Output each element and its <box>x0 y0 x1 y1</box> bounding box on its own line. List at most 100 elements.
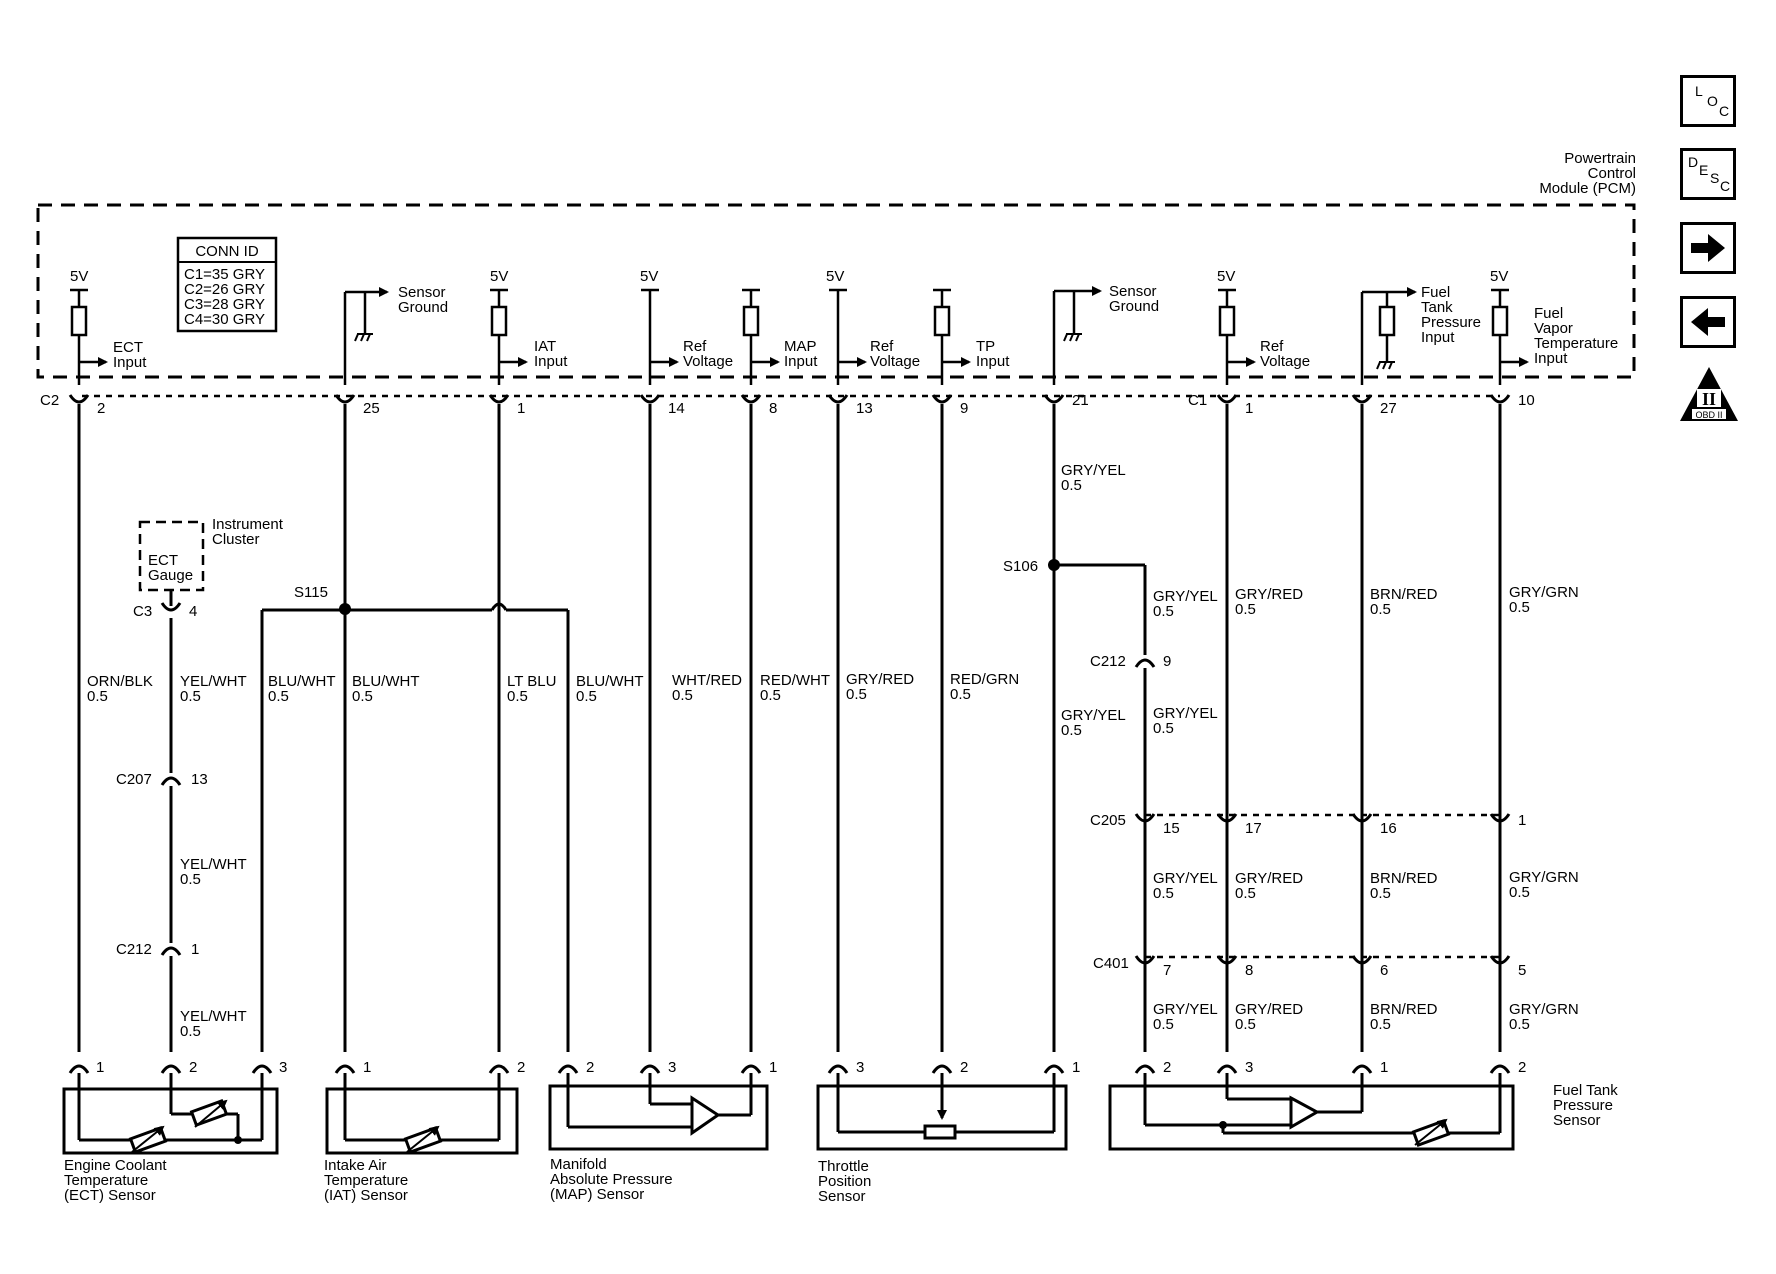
label-tp-input-2: Input <box>976 353 1010 370</box>
splice-s106-label: S106 <box>1003 558 1038 575</box>
svg-text:ORN/BLK: ORN/BLK <box>87 673 153 690</box>
tp-sensor-label-2: Position <box>818 1173 871 1190</box>
label-ref-voltage-2: Voltage <box>870 353 920 370</box>
svg-text:1: 1 <box>1518 812 1526 829</box>
svg-text:YEL/WHT: YEL/WHT <box>180 856 247 873</box>
label-map-input-1: MAP <box>784 338 817 355</box>
svg-text:YEL/WHT: YEL/WHT <box>180 1008 247 1025</box>
svg-text:16: 16 <box>1380 820 1397 837</box>
ect-sensor-label-1: Engine Coolant <box>64 1157 167 1174</box>
pcm-circuit-labels: 5V ECT Input Sensor Ground 5V IAT Input … <box>70 268 1618 371</box>
label-iat-input-2: Input <box>534 353 568 370</box>
next-button[interactable] <box>1680 222 1736 274</box>
svg-text:GRY/YEL: GRY/YEL <box>1061 707 1126 724</box>
prev-button[interactable] <box>1680 296 1736 348</box>
obd-ii-button[interactable]: II OBD II <box>1678 365 1740 423</box>
map-sensor-label-2: Absolute Pressure <box>550 1171 673 1188</box>
obd-ii-label: OBD II <box>1695 410 1722 420</box>
label-sensor-ground-2: Ground <box>1109 298 1159 315</box>
svg-text:0.5: 0.5 <box>180 1023 201 1040</box>
conn-id-title: CONN ID <box>195 243 259 260</box>
svg-text:2: 2 <box>960 1059 968 1076</box>
svg-text:0.5: 0.5 <box>1509 599 1530 616</box>
svg-text:14: 14 <box>668 400 685 417</box>
iat-sensor-label-1: Intake Air <box>324 1157 387 1174</box>
ftp-sensor-label-3: Sensor <box>1553 1112 1601 1129</box>
ect-sensor-label-2: Temperature <box>64 1172 148 1189</box>
svg-text:0.5: 0.5 <box>760 687 781 704</box>
svg-text:GRY/GRN: GRY/GRN <box>1509 869 1579 886</box>
svg-text:1: 1 <box>769 1059 777 1076</box>
sensor-name-labels: Engine Coolant Temperature (ECT) Sensor … <box>64 1082 1618 1205</box>
ect-gauge-label-2: Gauge <box>148 567 193 584</box>
external-wiring <box>77 404 1502 1052</box>
loc-letter-l: L <box>1695 83 1703 99</box>
connector-c212-pin: 1 <box>191 941 199 958</box>
label-sensor-ground-1: Sensor <box>398 284 446 301</box>
arrow-left-icon <box>1691 308 1725 336</box>
label-ect-input-1: ECT <box>113 339 143 356</box>
label-ref-voltage-1: Ref <box>683 338 707 355</box>
c205-c401-pins <box>1134 813 1511 965</box>
instrument-cluster: Instrument Cluster ECT Gauge C3 4 <box>133 516 284 620</box>
svg-text:5: 5 <box>1518 962 1526 979</box>
label-ect-input-2: Input <box>113 354 147 371</box>
loc-letter-c: C <box>1719 103 1730 119</box>
desc-letter-e: E <box>1699 162 1709 178</box>
svg-text:10: 10 <box>1518 392 1535 409</box>
svg-text:0.5: 0.5 <box>1509 884 1530 901</box>
label-fuel-tank-4: Input <box>1421 329 1455 346</box>
label-fuel-vapor-2: Vapor <box>1534 320 1573 337</box>
fuel-tank-pressure-sensor <box>1108 1073 1515 1151</box>
cluster-label-2: Cluster <box>212 531 260 548</box>
loc-letter-o: O <box>1707 93 1718 109</box>
svg-text:YEL/WHT: YEL/WHT <box>180 673 247 690</box>
label-5v: 5V <box>490 268 508 285</box>
desc-button[interactable]: D E S C <box>1680 148 1736 200</box>
svg-text:RED/GRN: RED/GRN <box>950 671 1019 688</box>
connector-c401: C401 <box>1093 955 1129 972</box>
svg-text:GRY/GRN: GRY/GRN <box>1509 1001 1579 1018</box>
svg-text:0.5: 0.5 <box>180 871 201 888</box>
svg-text:GRY/YEL: GRY/YEL <box>1153 705 1218 722</box>
svg-text:8: 8 <box>769 400 777 417</box>
svg-text:0.5: 0.5 <box>1370 885 1391 902</box>
svg-text:BLU/WHT: BLU/WHT <box>352 673 420 690</box>
connector-c212-right-pin: 9 <box>1163 653 1171 670</box>
svg-text:0.5: 0.5 <box>1235 1016 1256 1033</box>
desc-letter-s: S <box>1710 170 1720 186</box>
label-5v: 5V <box>70 268 88 285</box>
svg-text:17: 17 <box>1245 820 1262 837</box>
label-tp-input-1: TP <box>976 338 995 355</box>
label-sensor-ground-1: Sensor <box>1109 283 1157 300</box>
label-ref-voltage-2: Voltage <box>683 353 733 370</box>
label-5v: 5V <box>826 268 844 285</box>
label-fuel-vapor-4: Input <box>1534 350 1568 367</box>
desc-letter-c: C <box>1720 178 1731 194</box>
label-map-input-2: Input <box>784 353 818 370</box>
svg-text:3: 3 <box>279 1059 287 1076</box>
svg-text:0.5: 0.5 <box>1153 603 1174 620</box>
loc-button[interactable]: L O C <box>1680 75 1736 127</box>
cluster-label-1: Instrument <box>212 516 284 533</box>
splice-s115-dot <box>339 603 351 615</box>
svg-text:0.5: 0.5 <box>1370 601 1391 618</box>
map-sensor-label-1: Manifold <box>550 1156 607 1173</box>
label-5v: 5V <box>1217 268 1235 285</box>
tp-sensor-label-1: Throttle <box>818 1158 869 1175</box>
conn-id-box: CONN ID C1=35 GRY C2=26 GRY C3=28 GRY C4… <box>176 236 278 333</box>
svg-text:GRY/YEL: GRY/YEL <box>1153 870 1218 887</box>
svg-text:WHT/RED: WHT/RED <box>672 672 742 689</box>
svg-text:GRY/RED: GRY/RED <box>1235 586 1303 603</box>
splice-s106-dot <box>1048 559 1060 571</box>
svg-text:1: 1 <box>363 1059 371 1076</box>
label-5v: 5V <box>1490 268 1508 285</box>
svg-text:0.5: 0.5 <box>352 688 373 705</box>
svg-text:21: 21 <box>1072 392 1089 409</box>
svg-text:GRY/RED: GRY/RED <box>846 671 914 688</box>
label-fuel-tank-3: Pressure <box>1421 314 1481 331</box>
connector-c207-pin: 13 <box>191 771 208 788</box>
svg-text:LT BLU: LT BLU <box>507 673 556 690</box>
svg-text:8: 8 <box>1245 962 1253 979</box>
